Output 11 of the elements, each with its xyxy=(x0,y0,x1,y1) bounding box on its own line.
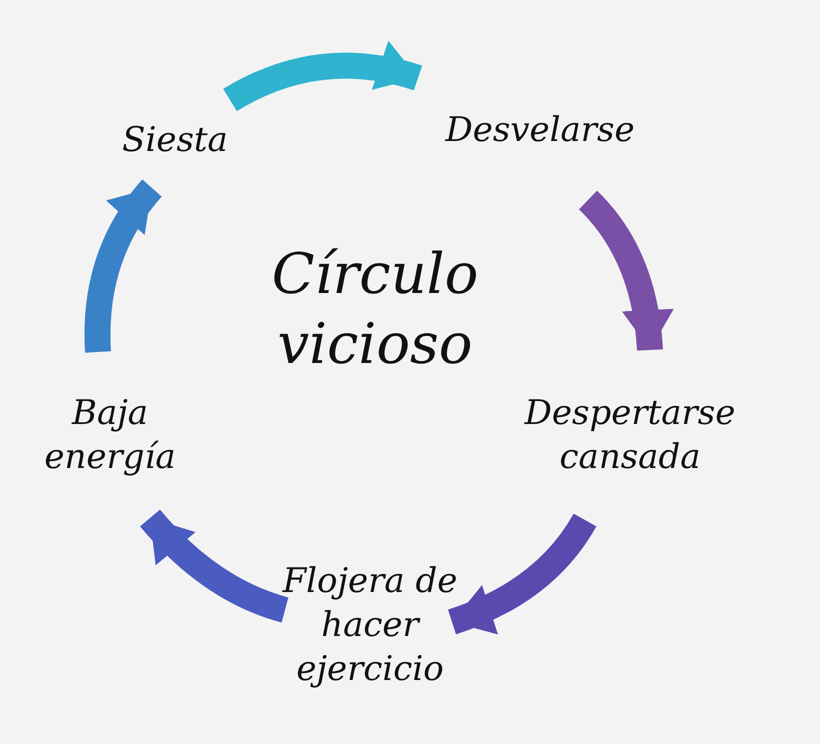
curved-arrow xyxy=(84,180,162,352)
curved-arrow xyxy=(140,509,289,622)
curved-arrow xyxy=(224,42,422,112)
cycle-step-label: Baja energía xyxy=(20,385,200,485)
curved-arrow xyxy=(578,190,673,351)
cycle-step-label: Despertarse cansada xyxy=(500,385,760,485)
cycle-step-label: Siesta xyxy=(100,110,250,170)
cycle-step-label: Desvelarse xyxy=(420,100,660,160)
cycle-step-label: Flojera de hacer ejercicio xyxy=(270,550,470,700)
diagram-title: Círculo vicioso xyxy=(270,241,480,379)
curved-arrow xyxy=(448,513,596,634)
